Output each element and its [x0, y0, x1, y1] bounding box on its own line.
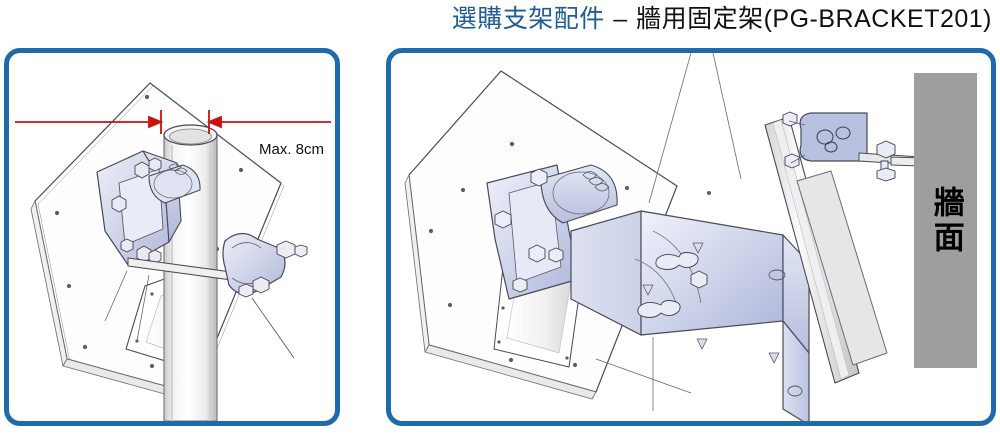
pole-mount-drawing — [9, 53, 335, 421]
wall-mount-drawing — [391, 53, 991, 421]
title-model-text: 牆用固定架(PG-BRACKET201) — [636, 5, 992, 33]
wall-mount-panel: 牆面 — [386, 48, 996, 426]
wall-label-text: 牆面 — [927, 185, 964, 256]
wall-surface-block: 牆面 — [914, 73, 977, 368]
u-bolt-clamp — [222, 232, 308, 359]
wall-bracket-L-plate — [570, 191, 810, 421]
title-separator: – — [613, 5, 628, 33]
page-title: 選購支架配件 – 牆用固定架(PG-BRACKET201) — [0, 4, 1000, 38]
pole-mount-panel: Max. 8cm — [4, 48, 340, 426]
title-accessory-text: 選購支架配件 — [451, 5, 605, 33]
wall-bracket-tilt-head — [486, 164, 618, 300]
pole-bracket-assembly — [96, 150, 201, 266]
dimension-line — [15, 110, 331, 134]
max-distance-label: Max. 8cm — [259, 141, 325, 158]
